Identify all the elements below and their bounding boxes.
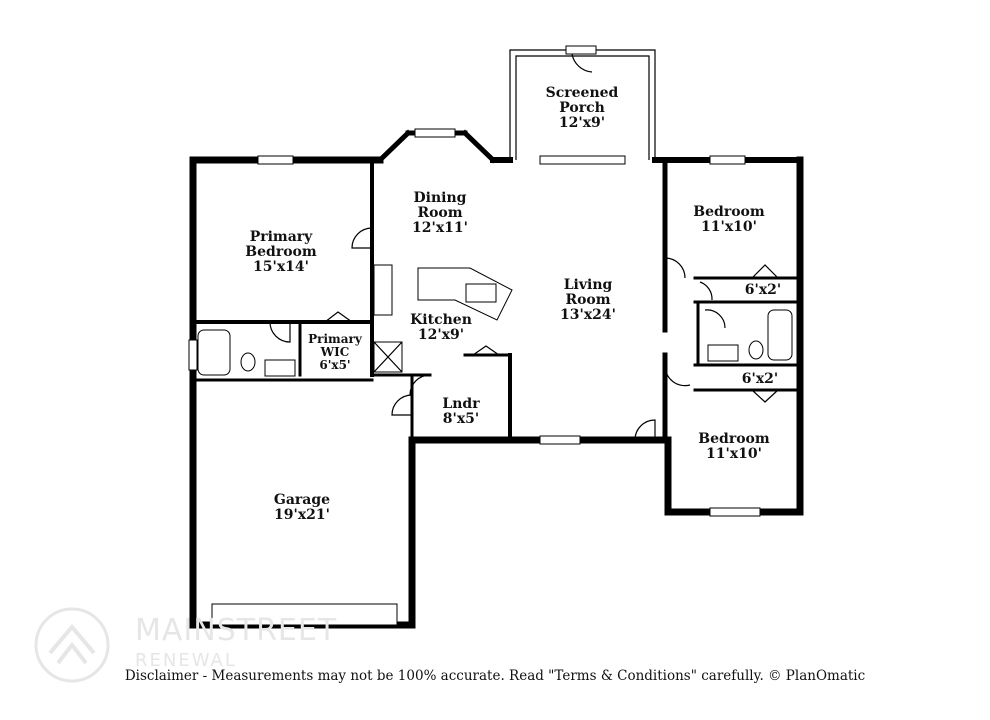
garage-label: Garage [274,492,330,508]
kitchen-sink [465,283,497,303]
range [373,264,393,316]
screened-porch-label-2: Porch [559,100,605,116]
dining-room-label-2: Room [417,205,462,221]
primary-wic-label-1: Primary [308,332,363,346]
bedroom-top-label: Bedroom [693,204,765,220]
bathtub [197,329,231,376]
primary-bedroom-size: 15'x14' [253,259,309,275]
brand-name: MAINSTREET [135,613,338,648]
laundry-label: Lndr [442,396,480,412]
bathtub [767,309,793,361]
screened-porch-walls [509,45,656,160]
fixtures [197,264,793,377]
kitchen-size: 12'x9' [418,327,464,343]
room-labels: Screened Porch 12'x9' Dining Room 12'x11… [245,85,781,523]
screened-porch-label-1: Screened [546,85,619,101]
living-room-size: 13'x24' [560,307,616,323]
brand-subname: RENEWAL [135,650,237,671]
primary-bedroom-label-1: Primary [250,229,313,245]
sink [707,344,739,362]
kitchen-island [417,267,513,321]
doors [269,227,779,441]
screened-porch-size: 12'x9' [559,115,605,131]
dining-room-label-1: Dining [414,190,467,206]
living-room-label-2: Room [565,292,610,308]
laundry-size: 8'x5' [443,411,479,427]
dining-room-size: 12'x11' [412,220,468,236]
bedroom-top-size: 11'x10' [701,219,757,235]
primary-bedroom-label-2: Bedroom [245,244,317,260]
garage-size: 19'x21' [274,507,330,523]
primary-wic-size: 6'x5' [319,358,350,372]
toilet [240,352,256,372]
closet-bottom-size: 6'x2' [742,371,778,387]
interior-walls [191,157,802,443]
living-room-label-1: Living [564,277,613,293]
bedroom-bottom-label: Bedroom [698,431,770,447]
primary-wic-label-2: WIC [320,345,350,359]
disclaimer-text: Disclaimer - Measurements may not be 100… [124,668,866,684]
bedroom-bottom-size: 11'x10' [706,446,762,462]
kitchen-label: Kitchen [410,312,472,328]
closet-top-size: 6'x2' [745,282,781,298]
windows [188,128,761,626]
brand-logo-icon [34,607,110,683]
toilet [748,340,764,360]
sink [264,359,296,377]
